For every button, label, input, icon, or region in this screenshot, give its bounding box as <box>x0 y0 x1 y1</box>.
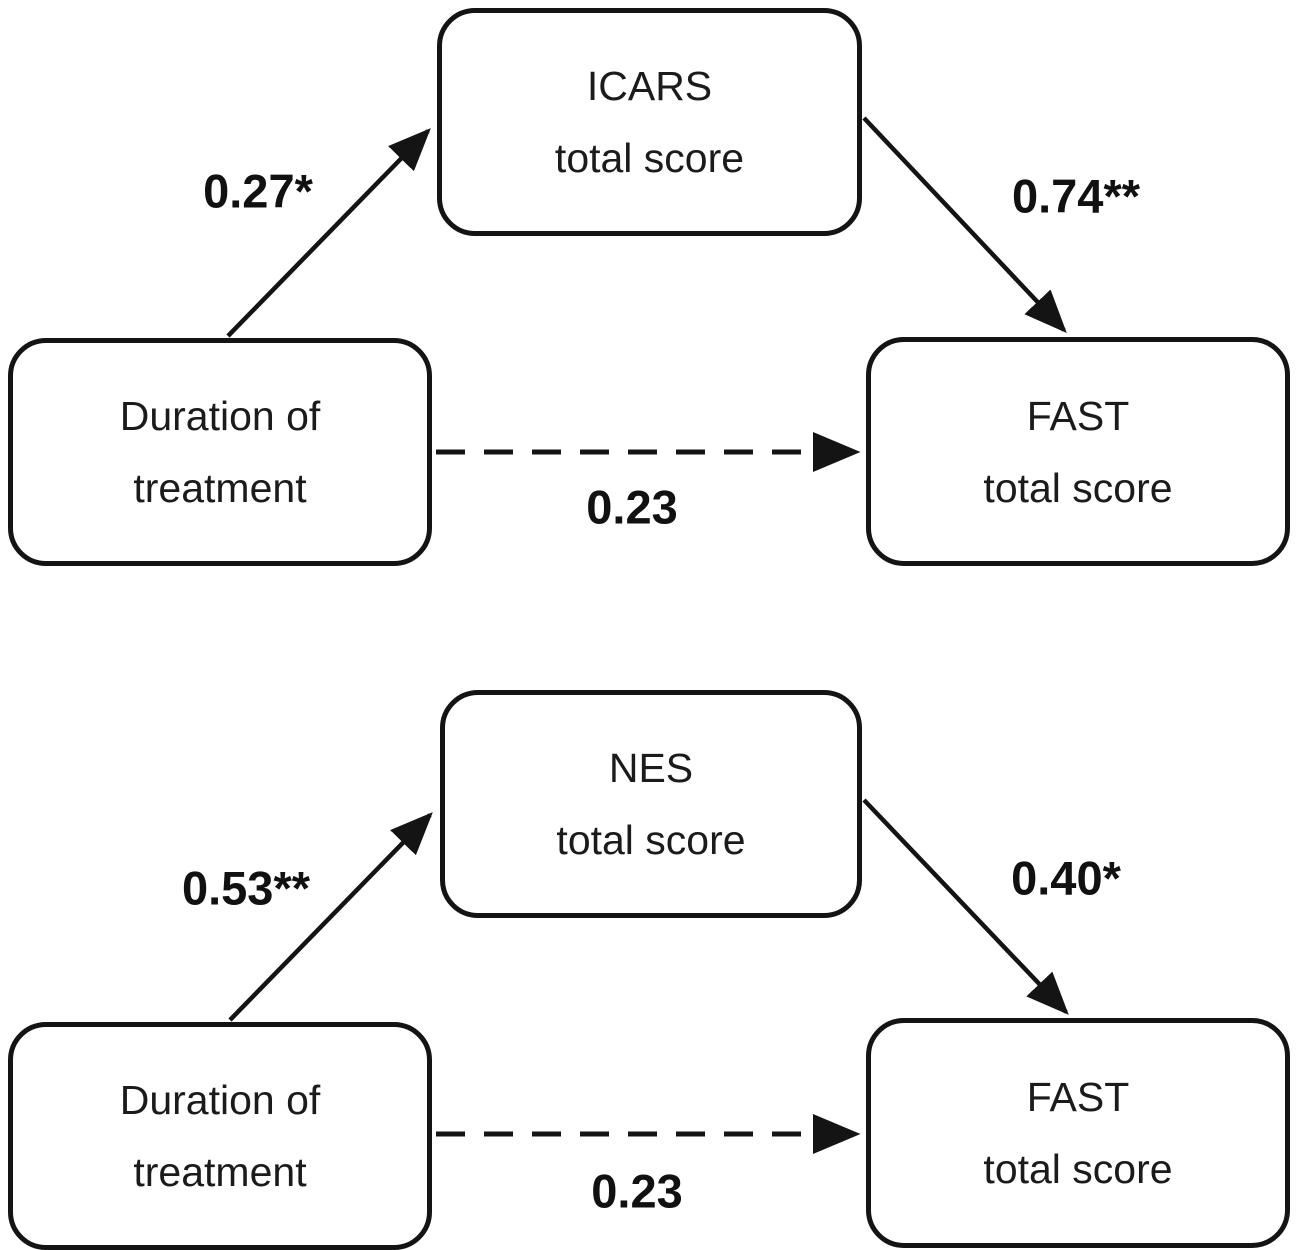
predictor-label-line2: treatment <box>133 465 307 511</box>
outcome-label-line1: FAST <box>1026 392 1130 439</box>
predictor-box-duration-top: Duration of treatment <box>8 338 432 566</box>
path-c-coefficient-bottom: 0.23 <box>591 1164 683 1218</box>
predictor-box-duration-bottom: Duration of treatment <box>8 1022 432 1250</box>
mediator-label-line2: total score <box>554 135 745 181</box>
mediator-box-nes: NES total score <box>440 690 862 918</box>
outcome-box-fast-bottom: FAST total score <box>866 1018 1290 1248</box>
path-a-coefficient-bottom: 0.53** <box>181 861 311 915</box>
path-b-arrow-bottom <box>862 798 1069 1015</box>
path-a-coefficient-top: 0.27* <box>203 164 313 218</box>
predictor-label-line1: Duration of <box>119 393 321 439</box>
path-a-arrow-top <box>226 128 431 338</box>
mediator-label-line1: ICARS <box>586 63 713 109</box>
path-a-arrow-bottom <box>228 812 433 1022</box>
predictor-label-line2: treatment <box>133 1149 307 1195</box>
path-c-coefficient-top: 0.23 <box>586 480 678 534</box>
path-b-arrow-top <box>862 116 1067 333</box>
outcome-label-line2: total score <box>983 464 1173 511</box>
mediator-label-line2: total score <box>556 817 746 863</box>
outcome-label-line1: FAST <box>1026 1074 1130 1120</box>
predictor-label-line1: Duration of <box>119 1077 321 1123</box>
path-b-coefficient-top: 0.74** <box>1011 169 1141 223</box>
mediator-label-line1: NES <box>608 745 694 791</box>
outcome-label-line2: total score <box>983 1146 1173 1192</box>
mediator-box-icars: ICARS total score <box>437 8 862 236</box>
outcome-box-fast-top: FAST total score <box>866 337 1290 566</box>
path-b-coefficient-bottom: 0.40* <box>1011 851 1121 905</box>
